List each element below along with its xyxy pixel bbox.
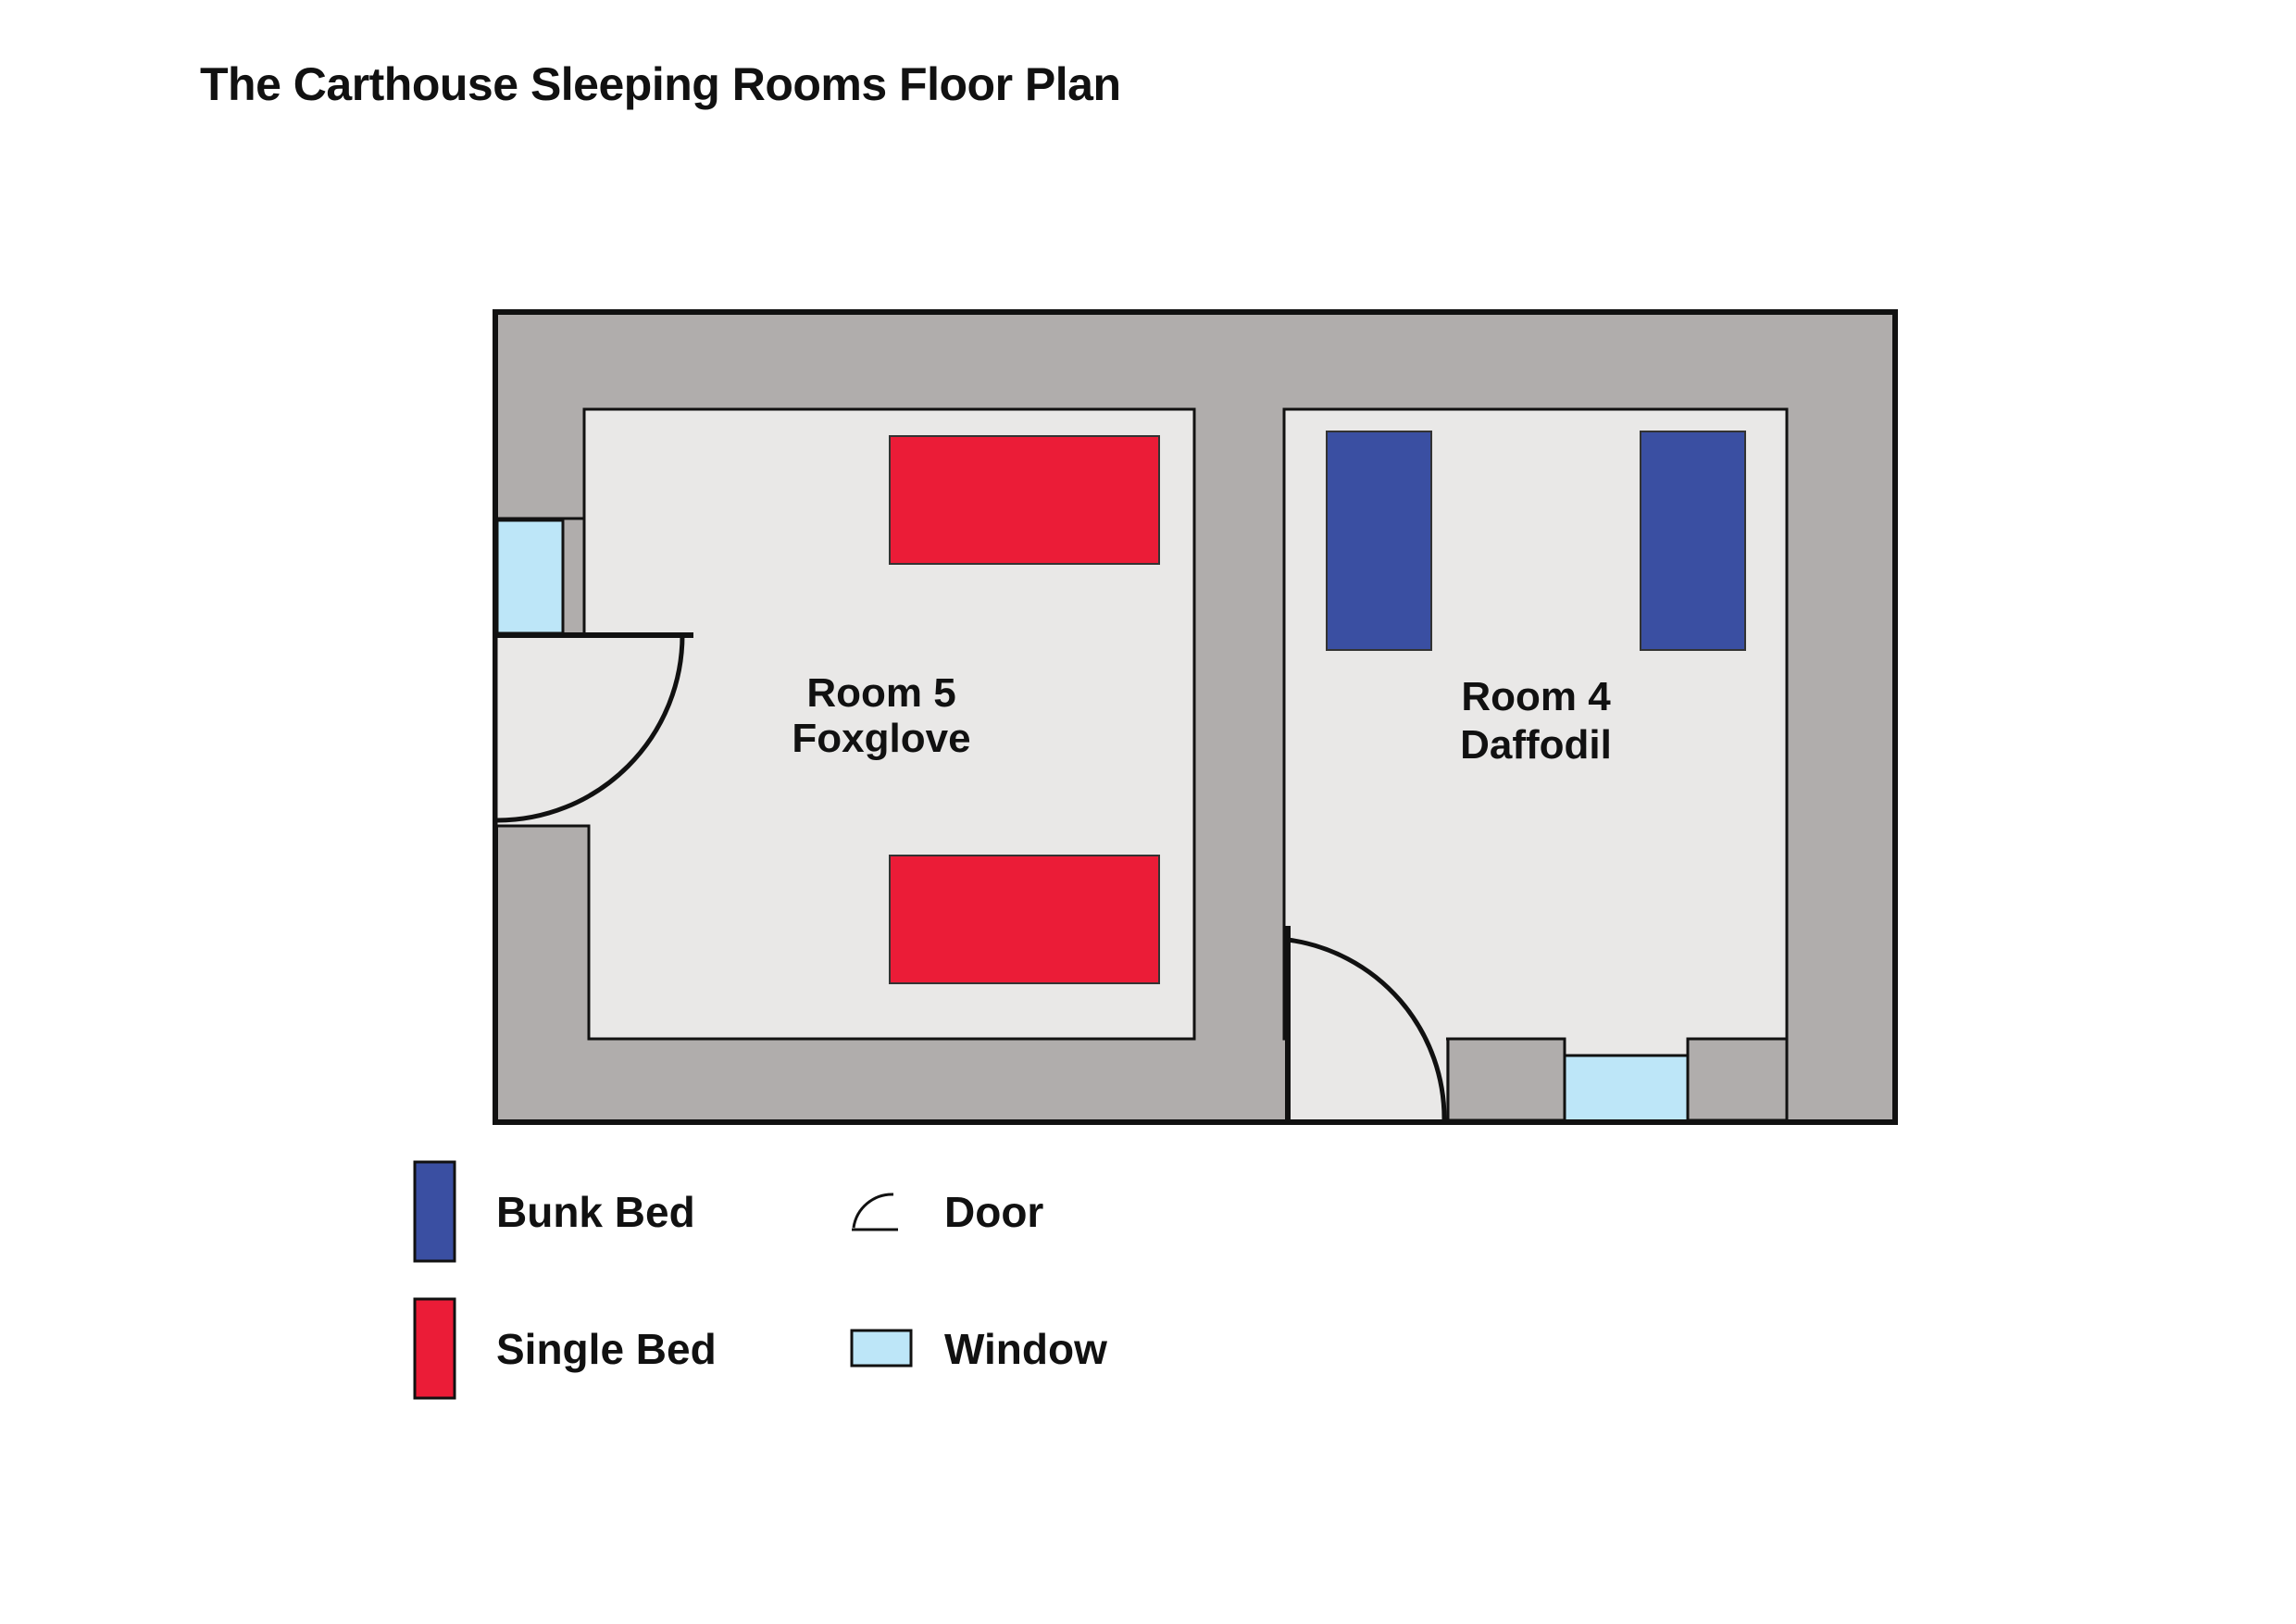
room-4-wall-stub [1446,1037,1566,1122]
legend-bunk-bed-label: Bunk Bed [496,1188,695,1236]
room-4-number-label: Room 4 [1461,674,1611,719]
room-5-number-label: Room 5 [806,670,955,716]
legend-window-swatch [850,1329,913,1368]
room-5-door [496,632,693,823]
room-4-bunk-bed-left [1326,431,1432,651]
room-4-window [1563,1054,1690,1123]
legend-bunk-bed-swatch [413,1160,456,1263]
legend-single-bed-swatch [413,1297,456,1400]
door-icon [852,1193,898,1231]
room-5-single-bed-bottom [889,855,1160,984]
legend-single-bed-label: Single Bed [496,1325,717,1373]
page-title: The Carthouse Sleeping Rooms Floor Plan [200,58,1121,110]
room-4-bunk-bed-right [1640,431,1746,651]
room-4-wall-stub-right [1686,1037,1789,1122]
legend-door-label: Door [944,1188,1043,1236]
legend: Bunk Bed Single Bed Door Window [413,1160,1107,1400]
room-5-single-bed-top [889,435,1160,565]
room-5-window [495,518,565,635]
room-5-wall-edge [496,409,586,520]
room-5-name-label: Foxglove [792,716,970,761]
room-4-name-label: Daffodil [1460,722,1612,768]
room-4-door [1285,926,1447,1121]
legend-window-label: Window [944,1325,1107,1373]
